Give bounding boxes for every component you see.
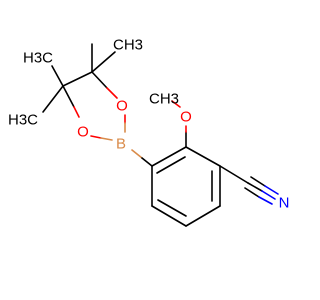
bonds [42, 43, 279, 227]
bond-triple-1 [247, 182, 263, 192]
bond-ring-4-5 [185, 205, 221, 227]
bond-ring-5-6 [151, 205, 187, 227]
molecule-canvas: CH3 H3C H3C CH3 O O B O N [8, 37, 289, 227]
atom-boron: B [116, 136, 126, 153]
bond-c4-methyl-top-left [51, 65, 64, 87]
bond-triple-3 [244, 187, 260, 198]
bond-ring-1-2-inner [156, 156, 186, 174]
bond-ring-2-3 [185, 146, 221, 167]
atom-oxygen-top: O [116, 98, 128, 115]
atom-methoxy-oxygen: O [180, 109, 192, 126]
bond-c4-methyl-bottom-left [42, 85, 64, 113]
bond-c4-obottom-o [73, 106, 80, 118]
atom-labels: CH3 H3C H3C CH3 O O B O N [8, 37, 289, 212]
bond-c4-c5 [62, 71, 93, 87]
bond-triple-1-n [261, 190, 276, 200]
bond-c5-otop-o [106, 87, 118, 99]
atom-nitrile-nitrogen: N [279, 195, 290, 212]
atom-methyl-top-left: H3C [23, 50, 53, 67]
bond-b-c1-b [131, 149, 143, 159]
atom-methyl-top-right: CH3 [113, 37, 143, 54]
bond-c5-methyl-top-right [91, 51, 116, 73]
structure-drawing: CH3 H3C H3C CH3 O O B O N [8, 37, 289, 227]
bond-obottom-b-b [100, 137, 113, 141]
bond-c3-cn [219, 165, 249, 184]
bond-triple-2-n [264, 185, 279, 195]
atom-oxygen-bottom: O [77, 124, 89, 141]
bond-omethoxy-methyl-o [171, 100, 181, 108]
bond-c4-obottom-c [62, 85, 75, 108]
atom-methoxy-methyl: CH3 [149, 91, 179, 108]
bond-triple-2 [250, 176, 266, 187]
bond-triple-3-n [258, 196, 273, 205]
bond-ring-5-6-inner [157, 199, 187, 217]
bond-obottom-b-o [90, 135, 102, 139]
atom-methyl-bottom-left: H3C [8, 112, 38, 129]
bond-ring-1-2 [151, 146, 187, 167]
bond-b-c1-c [141, 157, 153, 167]
bond-c5-otop-c [91, 71, 108, 89]
